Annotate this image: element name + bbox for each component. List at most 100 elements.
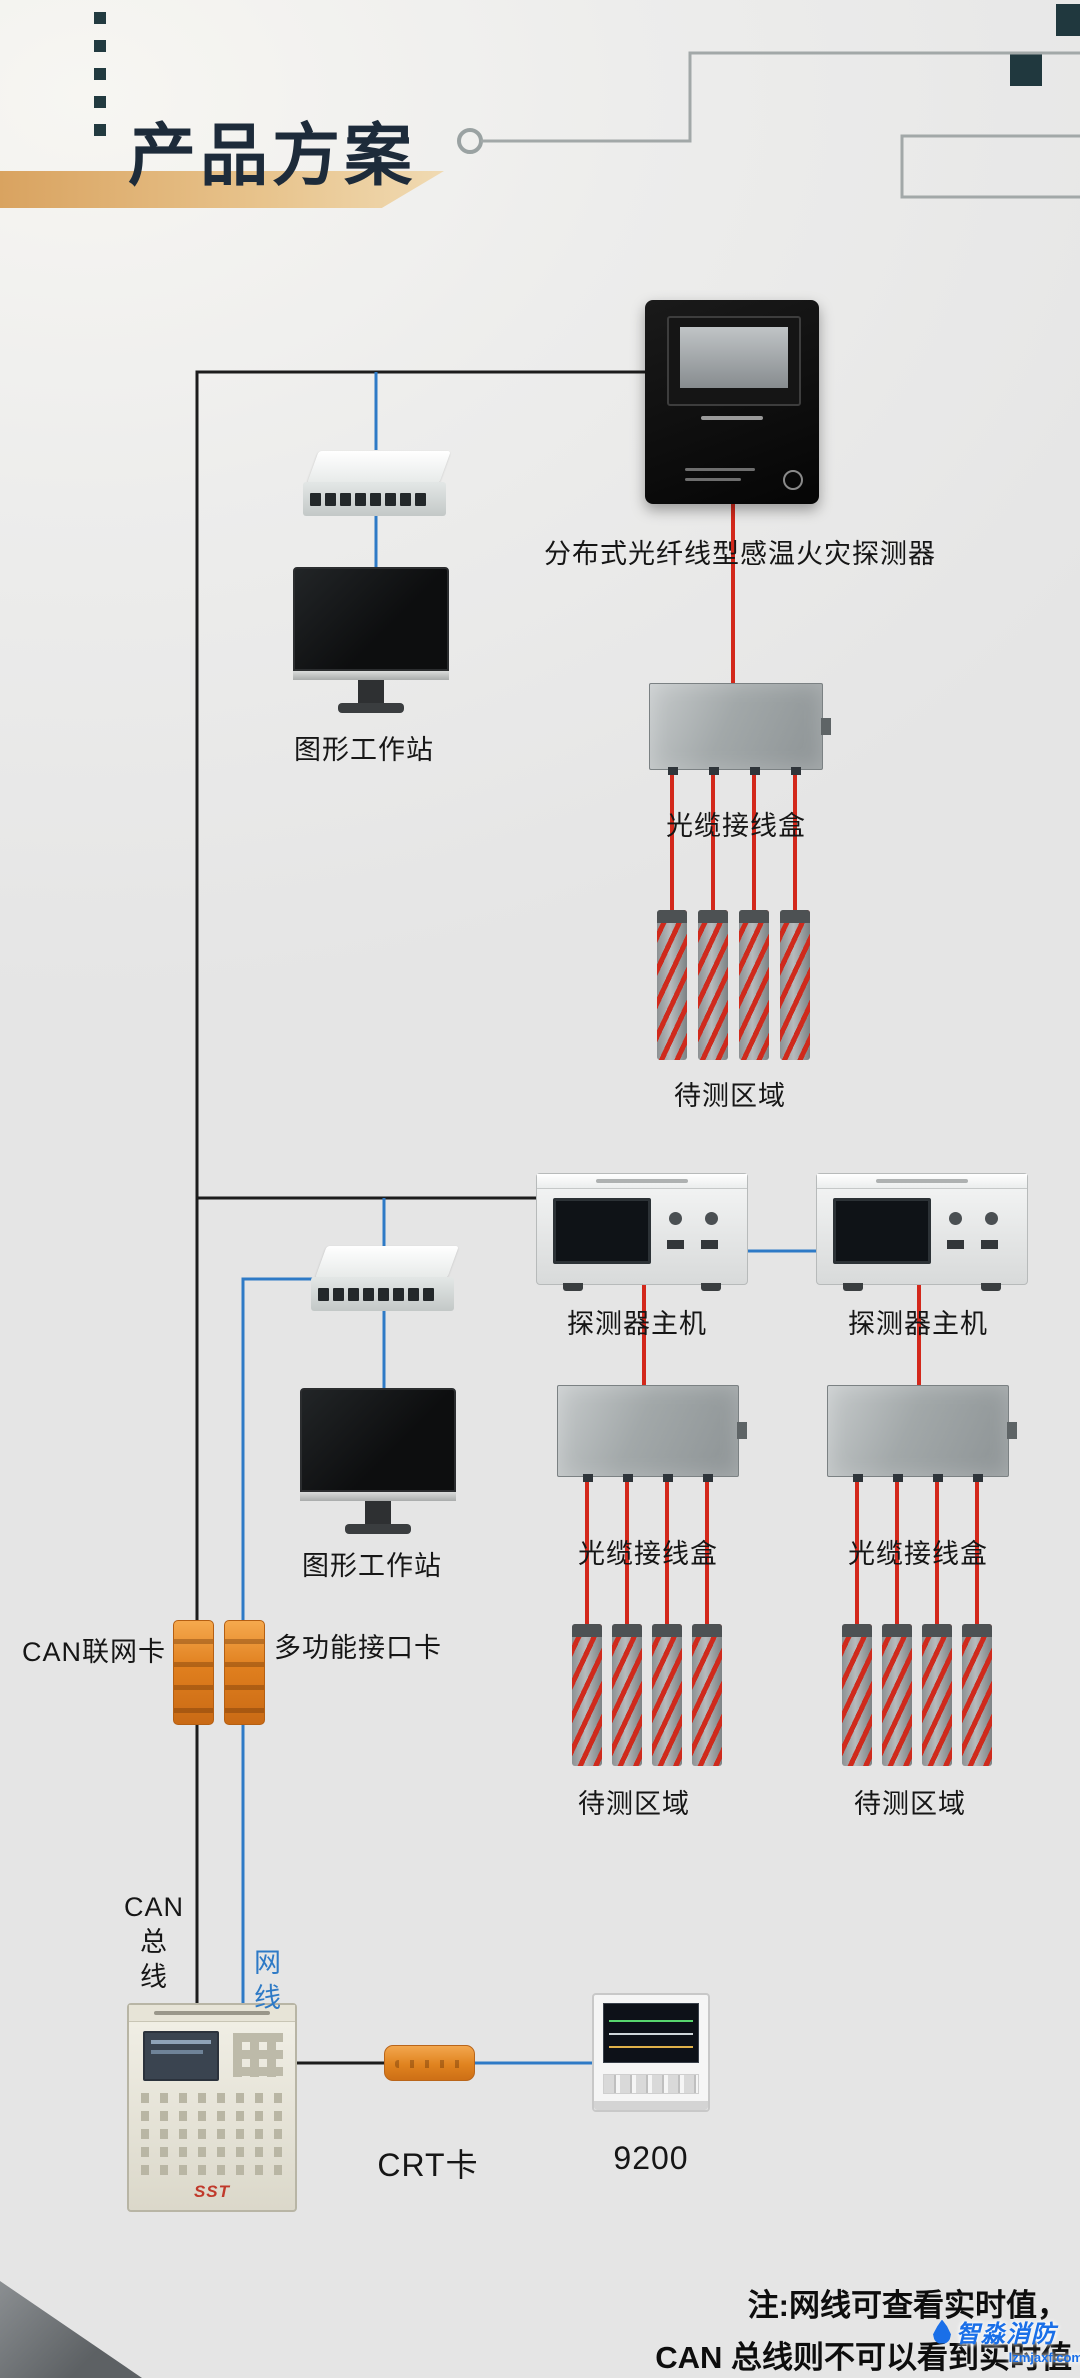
can-bus-label: CAN 总 线 <box>123 1892 184 1993</box>
fiber-outlet <box>703 1474 713 1482</box>
net-cable-label: 网 线 <box>254 1948 282 2014</box>
can-card-label: CAN联网卡 <box>21 1637 166 1667</box>
host-port <box>981 1240 998 1249</box>
port-icon <box>363 1287 374 1301</box>
fiber-coil <box>612 1624 642 1766</box>
switch-top-face <box>307 451 451 483</box>
host-foot <box>843 1283 863 1291</box>
fiber-detector-panel <box>645 300 819 504</box>
zone-label-left: 待测区域 <box>578 1789 690 1819</box>
crt-monitor-label: 9200 <box>613 2140 689 2176</box>
monitor-chin <box>300 1492 456 1501</box>
crt-screen <box>603 2003 699 2063</box>
junction-connector <box>737 1422 747 1439</box>
switch-top-face <box>315 1246 459 1278</box>
zone-label-right: 待测区域 <box>854 1789 966 1819</box>
host-screen <box>833 1198 931 1264</box>
fiber-coil <box>572 1624 602 1766</box>
port-icon <box>423 1287 434 1301</box>
deco-dot <box>94 68 106 80</box>
crt-card-label: CRT卡 <box>377 2147 479 2183</box>
workstation-monitor-2 <box>300 1388 456 1534</box>
monitor-screen <box>300 1388 456 1492</box>
network-switch-1 <box>303 449 451 516</box>
fiber-coil <box>922 1624 952 1766</box>
port-icon <box>393 1287 404 1301</box>
host-screen <box>553 1198 651 1264</box>
detector-host-left <box>536 1173 748 1291</box>
waveform-trace <box>608 2033 694 2035</box>
host-knob <box>949 1212 962 1225</box>
detector-host-right <box>816 1173 1028 1291</box>
fire-panel-title-bar <box>153 2011 271 2015</box>
monitor-base <box>345 1524 411 1534</box>
fire-alarm-control-panel: SST <box>127 2003 297 2212</box>
watermark-brand: 智淼消防 <box>956 2321 1056 2348</box>
port-icon <box>408 1287 419 1301</box>
workstation-label-2: 图形工作站 <box>302 1551 442 1581</box>
indicator-row <box>141 2111 283 2121</box>
fiber-coil <box>698 910 728 1060</box>
junction-box-right <box>827 1385 1017 1482</box>
port-icon <box>385 492 396 506</box>
fiber-coil <box>842 1624 872 1766</box>
port-icon <box>355 492 366 506</box>
host-knob <box>669 1212 682 1225</box>
host-label-left: 探测器主机 <box>567 1309 707 1339</box>
fiber-outlet <box>668 767 678 775</box>
junction-connector <box>821 718 831 735</box>
fiber-outlet <box>791 767 801 775</box>
title-underline-swoosh <box>0 171 444 208</box>
switch-port-row <box>311 1277 454 1311</box>
panel-screen-display <box>680 327 788 388</box>
interface-card-label: 多功能接口卡 <box>274 1633 442 1663</box>
panel-screen <box>667 316 801 406</box>
host-port <box>947 1240 964 1249</box>
port-icon <box>340 492 351 506</box>
watermark: 智淼消防 lzmjaxf.com <box>933 2314 1080 2365</box>
multifunction-interface-card <box>224 1620 265 1725</box>
waveform-trace <box>608 2045 694 2048</box>
watermark-site: lzmjaxf.com <box>1008 2350 1080 2365</box>
can-network-card <box>173 1620 214 1725</box>
port-icon <box>310 492 321 506</box>
junction-box-left <box>557 1385 747 1482</box>
waveform-trace <box>608 2020 694 2023</box>
panel-text-bar <box>685 478 741 481</box>
workstation-monitor-1 <box>293 567 449 713</box>
deco-dot <box>94 96 106 108</box>
port-icon <box>318 1287 329 1301</box>
junction-connector <box>1007 1422 1017 1439</box>
fiber-outlet <box>663 1474 673 1482</box>
network-switch-2 <box>311 1244 459 1311</box>
port-icon <box>348 1287 359 1301</box>
panel-text-bar <box>685 468 755 471</box>
deco-dot <box>94 12 106 24</box>
fiber-coil <box>692 1624 722 1766</box>
note-line-2: CAN 总线则不可以看到实时值 <box>655 2340 1072 2375</box>
flame-icon <box>933 2319 951 2344</box>
fiber-outlet <box>583 1474 593 1482</box>
junction-box-label-1: 光缆接线盒 <box>666 811 806 841</box>
deco-dot <box>94 40 106 52</box>
indicator-row <box>141 2093 283 2103</box>
deco-dot <box>94 124 106 136</box>
monitor-stand <box>365 1501 391 1524</box>
port-icon <box>333 1287 344 1301</box>
monitor-stand <box>358 680 384 703</box>
junction-box-label-right: 光缆接线盒 <box>848 1539 988 1569</box>
junction-box-1 <box>649 683 831 775</box>
fiber-coil <box>882 1624 912 1766</box>
note-line-1: 注:网线可查看实时值， <box>747 2288 1068 2323</box>
crt-monitor-9200 <box>592 1993 710 2112</box>
host-knob <box>705 1212 718 1225</box>
indicator-row <box>141 2147 283 2157</box>
fiber-outlet <box>709 767 719 775</box>
fire-panel-brand: SST <box>193 2182 231 2201</box>
panel-text-bar <box>701 416 763 420</box>
port-icon <box>378 1287 389 1301</box>
indicator-row <box>141 2165 283 2175</box>
host-label-right: 探测器主机 <box>848 1309 988 1339</box>
